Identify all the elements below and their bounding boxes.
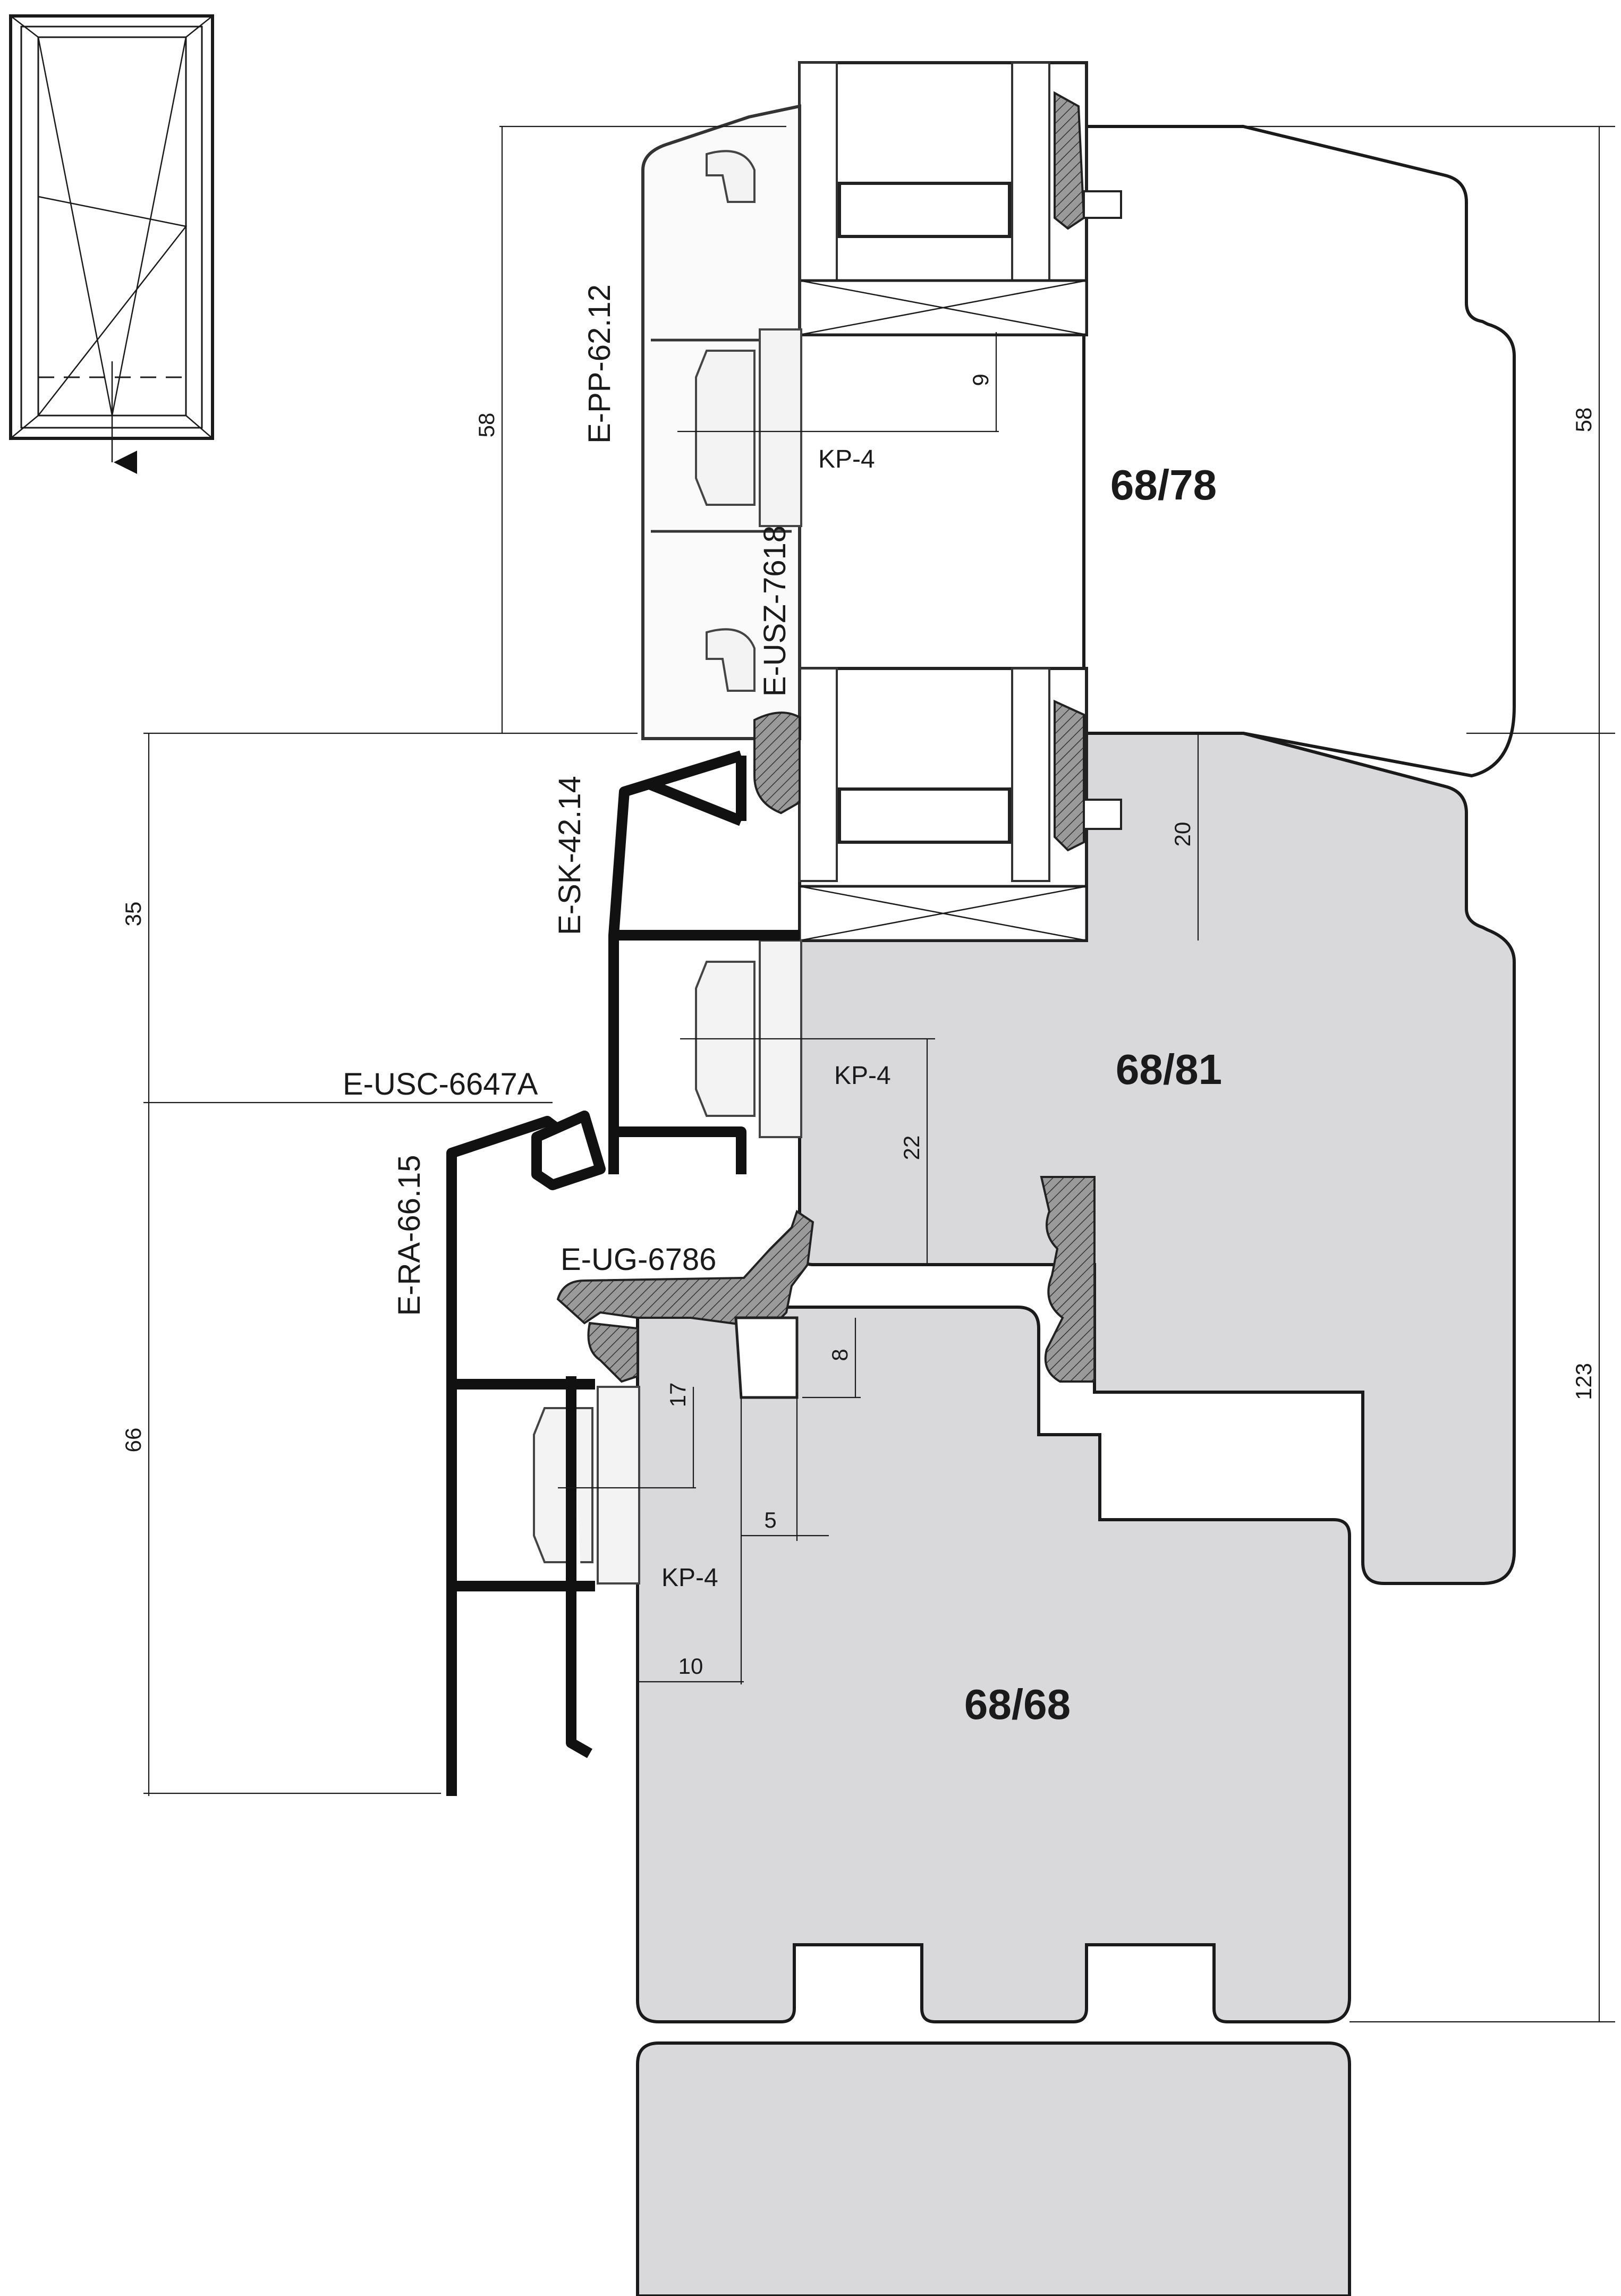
clip-kp4-top	[695, 328, 802, 527]
clip-label-top: KP-4	[818, 445, 875, 473]
bottom-frame-profile	[636, 1306, 1351, 2296]
profile-label-e-usz: E-USZ-7618	[758, 526, 792, 697]
sash-seal-e-usz	[753, 711, 801, 815]
dim-right-123: 123	[1571, 1363, 1596, 1400]
section-label-top: 68/78	[1110, 461, 1217, 509]
section-label-bottom: 68/68	[964, 1681, 1071, 1728]
clip-label-middle: KP-4	[834, 1062, 891, 1090]
top-sash-profile	[1082, 125, 1516, 778]
dimension-labels: 58 35 66 58 123 9 20 22 17 8 5 10	[121, 374, 1596, 1679]
clip-kp4-bottom	[533, 1386, 640, 1585]
dim-right-58: 58	[1571, 408, 1596, 433]
section-labels: 68/78 68/81 68/68	[964, 461, 1222, 1728]
drainage-profile-e-usc	[531, 1111, 606, 1190]
dimension-lines	[143, 125, 1615, 2023]
dim-9: 9	[968, 374, 993, 386]
glazing-seal-middle	[1054, 699, 1122, 852]
frame-cover-profile-e-ra	[446, 1116, 595, 1796]
profile-label-e-ra: E-RA-66.15	[392, 1155, 427, 1316]
dim-5: 5	[764, 1507, 776, 1532]
clip-label-bottom: KP-4	[661, 1564, 718, 1592]
profile-label-e-pp: E-PP-62.12	[582, 284, 617, 444]
glazing-unit-top	[798, 61, 1088, 336]
dim-left-58: 58	[474, 413, 499, 438]
profile-labels: E-PP-62.12 E-USZ-7618 E-SK-42.14 E-USC-6…	[343, 284, 792, 1316]
profile-label-e-sk: E-SK-42.14	[553, 776, 587, 935]
dim-20: 20	[1170, 822, 1195, 847]
clip-labels: KP-4 KP-4 KP-4	[661, 445, 891, 1592]
sash-cover-profile-e-sk	[608, 750, 800, 1174]
dim-10: 10	[678, 1654, 703, 1679]
middle-sash-profile	[798, 732, 1516, 1585]
profile-label-e-usc: E-USC-6647A	[343, 1067, 538, 1102]
glazing-unit-middle	[798, 667, 1088, 942]
profile-label-e-ug: E-UG-6786	[561, 1242, 716, 1277]
window-elevation-icon	[9, 14, 214, 474]
dim-left-35: 35	[121, 902, 146, 927]
dim-left-66: 66	[121, 1428, 146, 1453]
section-label-middle: 68/81	[1116, 1046, 1222, 1093]
dim-17: 17	[665, 1383, 690, 1408]
glazing-seal-top	[1054, 91, 1122, 230]
threshold-seal-e-ug	[556, 1209, 814, 1399]
dim-22: 22	[899, 1136, 924, 1160]
dim-8: 8	[827, 1349, 852, 1361]
frame-seal-middle	[1040, 1176, 1096, 1383]
section-marker-arrow-icon	[114, 451, 137, 474]
